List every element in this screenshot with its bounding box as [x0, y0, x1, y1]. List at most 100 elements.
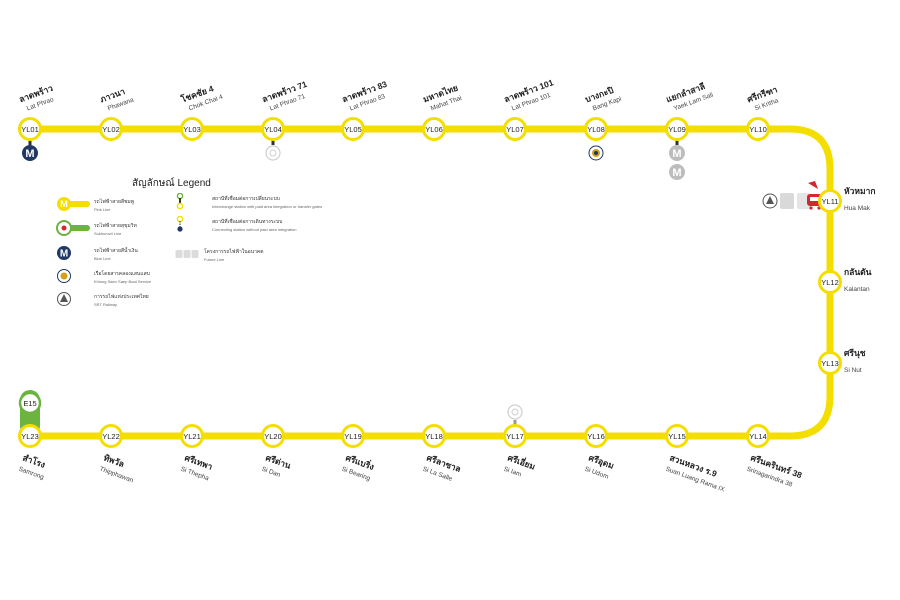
station-yl22: YL22 — [99, 424, 123, 448]
legend-item-label-en: Connecting station without paid area int… — [212, 227, 297, 232]
station-code: YL09 — [668, 125, 686, 134]
station-code: YL14 — [749, 432, 767, 441]
station-marker — [341, 117, 365, 141]
station-marker — [503, 424, 527, 448]
legend-item-label-th: รถไฟฟ้าสายสุขุมวิท — [94, 223, 137, 229]
srt-railway-icon — [762, 181, 823, 210]
legend-item-text: รถไฟฟ้าสายสีชมพูPink Line — [94, 198, 134, 212]
yellow-line-swatch-icon: M — [57, 197, 90, 211]
station-marker — [818, 189, 842, 213]
legend-item-label-th: สถานีที่เชื่อมต่อการเดินทางระบบ — [212, 219, 283, 225]
station-marker — [261, 117, 285, 141]
legend-item-text: โครงการรถไฟฟ้าในอนาคต Future Line — [204, 248, 263, 262]
station-marker — [422, 424, 446, 448]
station-name-en: Si Nut — [844, 367, 862, 374]
station-code: YL18 — [425, 432, 443, 441]
station-code: YL15 — [668, 432, 686, 441]
station-yl13: YL13 — [818, 351, 842, 375]
future-mrt-icon: MM — [669, 138, 685, 180]
paid-interchange-icon — [176, 193, 184, 209]
station-yl12: YL12 — [818, 270, 842, 294]
station-label: แยกลำสาลีYaek Lam Sali — [665, 81, 715, 112]
station-name-en: Si Iam — [503, 466, 523, 479]
station-code: YL19 — [344, 432, 362, 441]
legend-item-label-en: Pink Line — [94, 207, 111, 212]
station-marker — [99, 117, 123, 141]
station-name-en: Si Dan — [261, 466, 282, 479]
station-yl10: YL10 — [746, 117, 770, 141]
legend-item-label-th: สถานีที่เชื่อมต่อการเปลี่ยนระบบ — [212, 196, 280, 202]
station-code: YL02 — [102, 125, 120, 134]
station-code: YL17 — [506, 432, 524, 441]
station-yl19: YL19 — [341, 424, 365, 448]
future-line-icon — [507, 404, 523, 427]
station-code: E15 — [23, 399, 36, 408]
station-label: บางกะปิBang Kapi — [584, 85, 623, 113]
legend-item-label-en: Blue Line — [94, 256, 111, 261]
station-yl17: YL17 — [503, 424, 527, 448]
station-marker — [261, 424, 285, 448]
station-yl23: YL23 — [18, 424, 42, 448]
station-name-en: Kalantan — [844, 286, 870, 293]
green-line-swatch-icon — [56, 220, 90, 236]
station-marker — [180, 117, 204, 141]
station-code: YL22 — [102, 432, 120, 441]
station-marker — [584, 424, 608, 448]
station-yl07: YL07 — [503, 117, 527, 141]
station-name-th: กลันตัน — [844, 267, 872, 277]
station-marker — [665, 424, 689, 448]
svg-text:M: M — [672, 148, 681, 160]
station-marker — [584, 117, 608, 141]
svg-text:M: M — [672, 167, 681, 179]
station-code: YL04 — [264, 125, 282, 134]
legend-item-label-en: SRT Railway — [94, 302, 117, 307]
boat-service-icon — [588, 145, 604, 161]
legend-item-label-en: Future Line — [204, 257, 225, 262]
station-label: ศรีแบริ่งSi Bearing — [341, 451, 377, 483]
station-code: YL23 — [21, 432, 39, 441]
station-name-th: หัวหมาก — [844, 186, 876, 196]
svg-text:M: M — [60, 199, 68, 209]
station-marker — [99, 424, 123, 448]
svg-text:M: M — [60, 249, 68, 260]
station-marker — [818, 270, 842, 294]
station-marker — [18, 424, 42, 448]
station-code: YL21 — [183, 432, 201, 441]
station-code: YL07 — [506, 125, 524, 134]
station-yl20: YL20 — [261, 424, 285, 448]
station-code: YL11 — [822, 197, 839, 206]
unpaid-connection-icon — [176, 216, 184, 232]
station-yl14: YL14 — [746, 424, 770, 448]
legend-item-label-th: โครงการรถไฟฟ้าในอนาคต — [204, 249, 264, 255]
station-yl11: YL11 — [818, 189, 842, 213]
station-code: YL20 — [264, 432, 282, 441]
station-marker — [746, 117, 770, 141]
station-name-en: Thipphawan — [99, 466, 135, 485]
future-line-icon — [175, 250, 199, 258]
station-yl18: YL18 — [422, 424, 446, 448]
legend-item-text: การรถไฟแห่งประเทศไทย SRT Railway — [94, 293, 149, 307]
station-marker — [665, 117, 689, 141]
legend-item-label-th: การรถไฟแห่งประเทศไทย — [94, 294, 149, 300]
legend-item-label-en: Interchange station with paid area integ… — [212, 204, 323, 209]
station-name-en: Hua Mak — [844, 205, 871, 212]
station-code: YL13 — [821, 359, 839, 368]
station-yl15: YL15 — [665, 424, 689, 448]
station-marker — [503, 117, 527, 141]
